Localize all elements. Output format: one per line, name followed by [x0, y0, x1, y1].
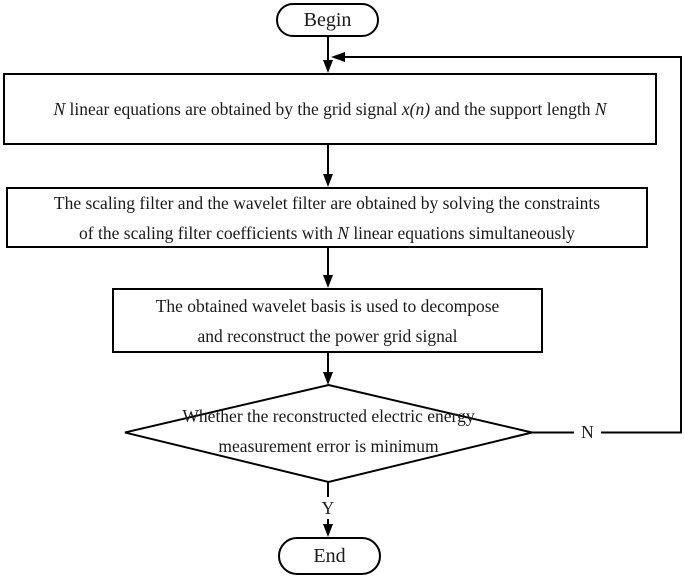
- decision-line1: Whether the reconstructed electric energ…: [182, 406, 475, 426]
- process-box-filters-line2: of the scaling filter coefficients with …: [79, 222, 575, 243]
- branch-label-yes: Y: [317, 497, 339, 519]
- process-box-equations-text: N linear equations are obtained by the g…: [53, 99, 607, 119]
- process-box-filters: The scaling filter and the wavelet filte…: [6, 187, 648, 248]
- begin-label: Begin: [303, 8, 352, 31]
- begin-terminator: Begin: [276, 3, 379, 37]
- end-terminator: End: [278, 537, 381, 575]
- arrow-begin-to-box1: [323, 36, 333, 73]
- end-label: End: [313, 544, 346, 567]
- branch-label-no: N: [574, 419, 601, 445]
- arrow-box1-to-box2: [323, 145, 333, 187]
- process-box-filters-line1: The scaling filter and the wavelet filte…: [53, 192, 601, 213]
- process-box-wavelet-basis-line2: and reconstruct the power grid signal: [197, 325, 458, 346]
- arrow-box2-to-box3: [323, 247, 333, 288]
- decision-line2: measurement error is minimum: [218, 436, 439, 456]
- process-box-wavelet-basis: The obtained wavelet basis is used to de…: [112, 288, 543, 353]
- decision-diamond-text: Whether the reconstructed electric energ…: [125, 401, 532, 461]
- feedback-loop-line: [331, 52, 682, 434]
- process-box-equations: N linear equations are obtained by the g…: [3, 73, 657, 145]
- arrow-box3-to-decision: [323, 352, 333, 385]
- process-box-wavelet-basis-line1: The obtained wavelet basis is used to de…: [155, 295, 500, 316]
